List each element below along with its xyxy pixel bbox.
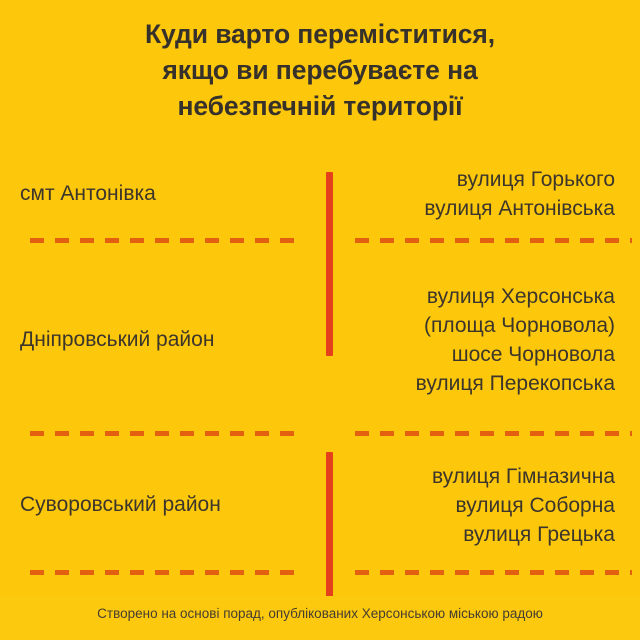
footer-band bbox=[0, 596, 640, 640]
dashed-separator-left bbox=[30, 570, 302, 575]
street-item: (площа Чорновола) bbox=[423, 314, 615, 337]
title-line-2: якщо ви перебуваєте на bbox=[162, 55, 478, 85]
category-label: смт Антонівка bbox=[20, 182, 156, 205]
row-streets-cell: вулиця Херсонська (площа Чорновола) шосе… bbox=[312, 282, 640, 398]
title-line-3: небезпечній території bbox=[177, 91, 463, 121]
row-streets-cell: вулиця Горького вулиця Антонівська bbox=[312, 165, 640, 223]
row-category-cell: Дніпровський район bbox=[0, 326, 312, 354]
dashed-separator-right bbox=[355, 431, 632, 436]
street-item: вулиця Горького bbox=[456, 168, 615, 191]
street-item: вулиця Грецька bbox=[463, 522, 615, 546]
footer-attribution: Створено на основі порад, опублікованих … bbox=[97, 606, 543, 621]
vertical-divider-upper bbox=[326, 172, 333, 356]
category-label: Суворовський район bbox=[20, 493, 221, 516]
table-row: Дніпровський район вулиця Херсонська (пл… bbox=[0, 265, 640, 415]
street-item: вулиця Перекопська bbox=[415, 372, 615, 395]
street-item: вулиця Херсонська bbox=[426, 285, 615, 308]
vertical-divider-lower bbox=[326, 452, 333, 626]
table-row: Суворовський район вулиця Гімназична вул… bbox=[0, 455, 640, 555]
row-category-cell: Суворовський район bbox=[0, 491, 312, 519]
street-item: вулиця Антонівська bbox=[424, 197, 615, 220]
title-line-1: Куди варто переміститися, bbox=[144, 19, 496, 49]
dashed-separator-left bbox=[30, 431, 302, 436]
dashed-separator-right bbox=[355, 570, 632, 575]
row-streets-cell: вулиця Гімназична вулиця Соборна вулиця … bbox=[312, 462, 640, 549]
row-category-cell: смт Антонівка bbox=[0, 180, 312, 208]
street-item: вулиця Гімназична bbox=[431, 464, 615, 488]
page-title: Куди варто переміститися, якщо ви перебу… bbox=[0, 16, 640, 124]
street-item: шосе Чорновола bbox=[451, 343, 615, 366]
table-row: смт Антонівка вулиця Горького вулиця Ант… bbox=[0, 163, 640, 225]
street-item: вулиця Соборна bbox=[455, 493, 615, 517]
category-label: Дніпровський район bbox=[20, 328, 215, 351]
dashed-separator-left bbox=[30, 238, 302, 243]
dashed-separator-right bbox=[355, 238, 632, 243]
